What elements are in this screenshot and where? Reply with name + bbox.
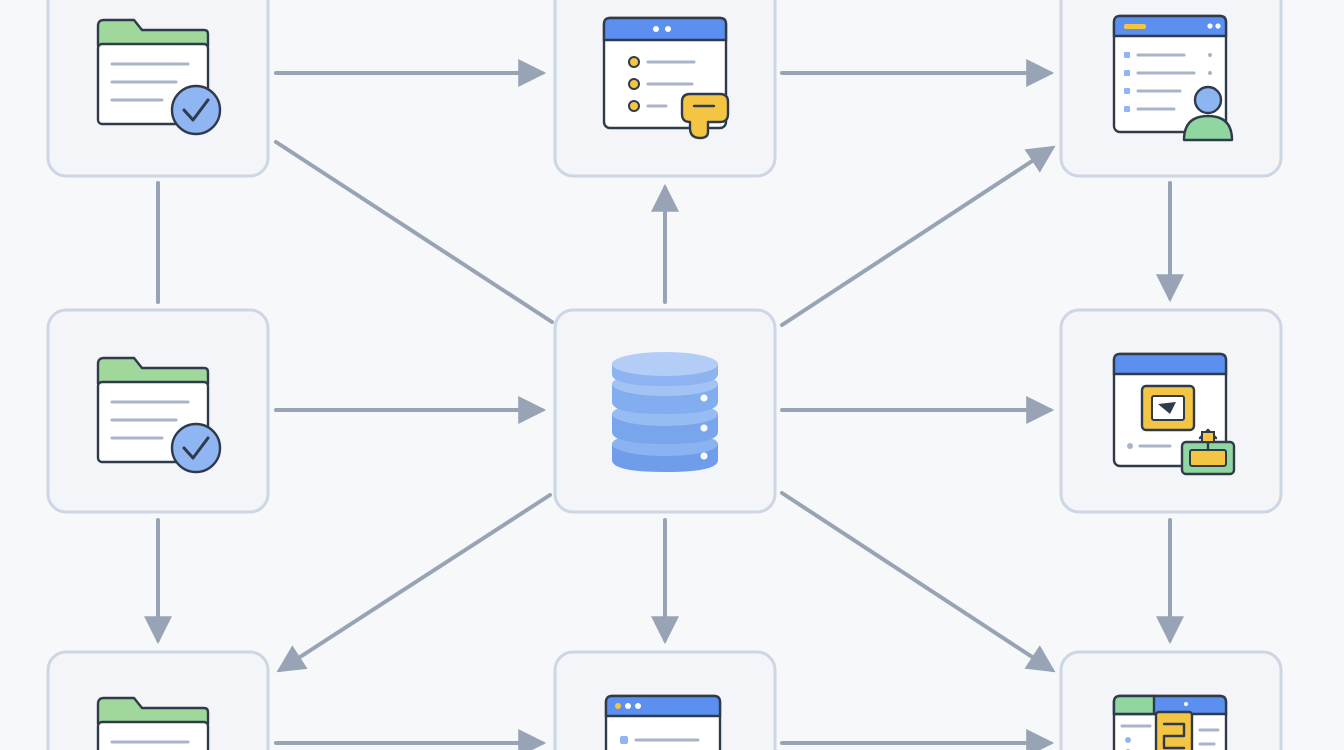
edges: [144, 59, 1184, 750]
folder-icon: [96, 696, 210, 750]
node-top-left[interactable]: [46, 0, 270, 178]
database-icon: [612, 352, 718, 472]
folder-check-icon: [96, 356, 222, 474]
user-list-window-icon: [1112, 14, 1234, 142]
node-bottom-right[interactable]: [1059, 650, 1283, 750]
edge-center-to-bottom-right: [780, 491, 1056, 673]
folder-check-icon: [96, 18, 222, 136]
node-top-right[interactable]: [1059, 0, 1283, 178]
node-top-center[interactable]: [553, 0, 777, 178]
image-upload-window-icon: [1112, 352, 1236, 476]
node-middle-left[interactable]: [46, 308, 270, 514]
document-window-icon: [1112, 694, 1228, 750]
edge-center-to-bottom-left: [276, 493, 552, 673]
edge-center-to-top-right: [780, 145, 1056, 327]
node-middle-right[interactable]: [1059, 308, 1283, 514]
node-bottom-left[interactable]: [46, 650, 270, 750]
edge-top-left-to-center: [274, 140, 554, 324]
node-bottom-center[interactable]: [553, 650, 777, 750]
node-center[interactable]: [553, 308, 777, 514]
checklist-chat-window-icon: [602, 16, 730, 140]
browser-window-icon: [604, 694, 722, 750]
